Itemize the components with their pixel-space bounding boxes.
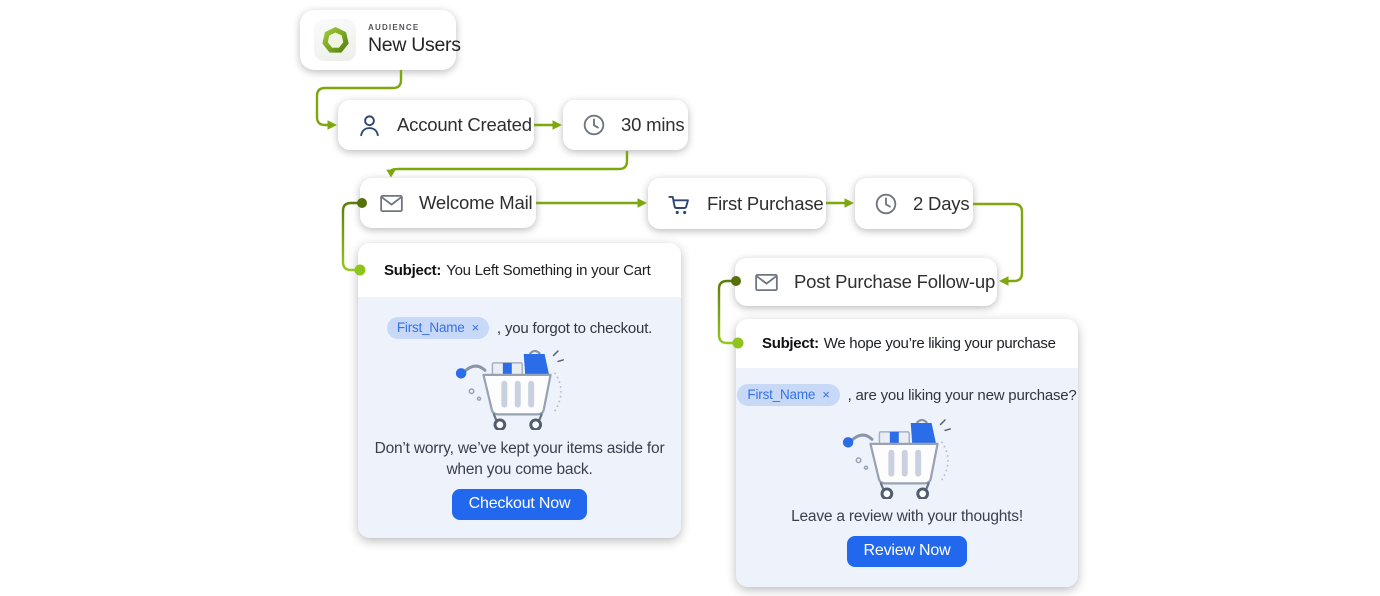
node-label: 2 Days	[913, 192, 970, 214]
heptagon-audience-icon	[321, 26, 349, 53]
card-subject: Subject: You Left Something in your Cart	[358, 243, 681, 297]
chip-remove-icon[interactable]: ×	[471, 320, 480, 335]
node-label: Post Purchase Follow-up	[794, 271, 996, 292]
greeting-row: First_Name × , you forgot to checkout.	[386, 317, 653, 339]
greeting-text: , you forgot to checkout.	[497, 319, 653, 337]
merge-tag-chip[interactable]: First_Name ×	[737, 384, 840, 406]
greeting-row: First_Name × , are you liking your new p…	[737, 384, 1077, 406]
cart-illustration	[445, 348, 595, 430]
mail-icon	[378, 190, 405, 217]
subject-label: Subject:	[384, 261, 442, 279]
card-subject: Subject: We hope you’re liking your purc…	[736, 319, 1078, 368]
audience-kicker: AUDIENCE	[368, 23, 420, 32]
greeting-text: , are you liking your new purchase?	[847, 386, 1077, 404]
node-post-purchase-follow-up[interactable]: Post Purchase Follow-up	[735, 258, 997, 306]
cart-illustration	[832, 417, 982, 499]
chip-remove-icon[interactable]: ×	[822, 387, 830, 402]
clock-icon	[873, 191, 899, 217]
audience-icon-tile	[314, 19, 356, 61]
review-now-button[interactable]: Review Now	[846, 535, 968, 567]
merge-tag-label: First_Name	[396, 320, 465, 335]
subject-text: We hope you’re liking your purchase	[823, 335, 1056, 352]
email-body-text: Don’t worry, we’ve kept your items aside…	[374, 440, 665, 478]
connector-first-purchase-to-2-days	[826, 198, 854, 208]
node-welcome-mail[interactable]: Welcome Mail	[360, 178, 536, 228]
subject-text: You Left Something in your Cart	[446, 261, 651, 279]
node-label: Account Created	[397, 114, 532, 135]
connector-account-created-to-30-mins	[534, 120, 562, 130]
email-body-text: Leave a review with your thoughts!	[791, 508, 1023, 525]
email-preview-body: First_Name × , you forgot to checkout. D…	[358, 297, 681, 538]
node-delay-2-days[interactable]: 2 Days	[855, 178, 973, 229]
node-account-created[interactable]: Account Created	[338, 100, 534, 150]
connector-30-mins-to-welcome-mail	[386, 151, 629, 178]
node-label: 30 mins	[621, 114, 685, 135]
email-card-post-purchase[interactable]: Subject: We hope you’re liking your purc…	[736, 319, 1078, 587]
clock-icon	[581, 112, 607, 138]
mail-icon	[753, 269, 780, 296]
merge-tag-label: First_Name	[747, 387, 816, 402]
user-icon	[356, 112, 383, 139]
email-card-cart-reminder[interactable]: Subject: You Left Something in your Cart…	[358, 243, 681, 538]
node-first-purchase[interactable]: First Purchase	[648, 178, 826, 229]
node-delay-30-mins[interactable]: 30 mins	[563, 100, 688, 150]
node-label: First Purchase	[707, 192, 824, 214]
node-label: Welcome Mail	[419, 192, 533, 213]
checkout-now-button[interactable]: Checkout Now	[451, 489, 588, 521]
merge-tag-chip[interactable]: First_Name ×	[386, 317, 490, 339]
subject-label: Subject:	[762, 335, 819, 352]
audience-label: New Users	[368, 34, 461, 56]
cart-icon	[666, 190, 693, 217]
email-preview-body: First_Name × , are you liking your new p…	[736, 368, 1078, 587]
audience-node[interactable]: AUDIENCE New Users	[300, 10, 461, 70]
connector-welcome-mail-to-first-purchase	[536, 198, 647, 208]
